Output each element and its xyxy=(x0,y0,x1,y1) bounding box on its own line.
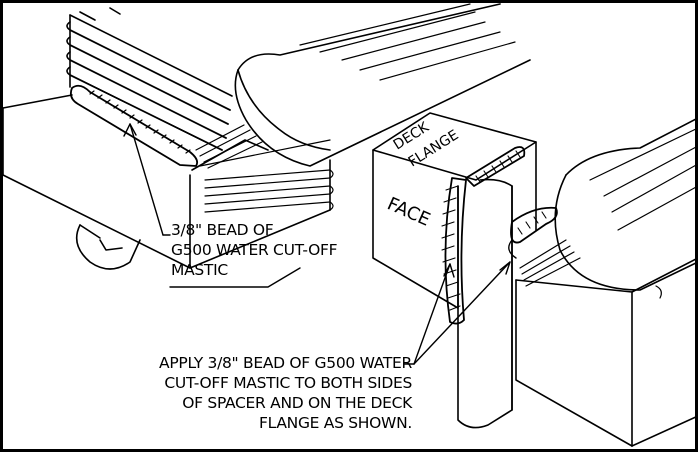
left-ribbed-spacer xyxy=(66,7,233,151)
bead-mastic-callout-line: 3/8" BEAD OF xyxy=(171,221,274,239)
apply-mastic-callout-line: OF SPACER AND ON THE DECK xyxy=(182,394,412,412)
face-label: FACE xyxy=(384,193,433,230)
right-mastic-bead xyxy=(441,146,558,325)
left-deck-panel xyxy=(2,94,334,269)
apply-mastic-callout: APPLY 3/8" BEAD OF G500 WATER CUT-OFF MA… xyxy=(159,353,412,433)
apply-mastic-callout-line: CUT-OFF MASTIC TO BOTH SIDES xyxy=(164,374,412,392)
right-spacer-plate xyxy=(457,178,513,429)
bead-mastic-callout-line: MASTIC xyxy=(171,261,228,279)
left-mastic-bead xyxy=(69,84,199,167)
bead-mastic-callout: 3/8" BEAD OF G500 WATER CUT-OFF MASTIC xyxy=(171,220,338,280)
right-deck-flange-panel xyxy=(515,257,698,447)
leader-lines xyxy=(123,123,511,365)
bead-mastic-callout-line: G500 WATER CUT-OFF xyxy=(171,241,338,259)
right-roll-cylinder xyxy=(519,117,698,299)
apply-mastic-callout-line: FLANGE AS SHOWN. xyxy=(259,414,412,432)
left-roll-cylinder xyxy=(191,3,531,171)
left-support-bracket xyxy=(75,224,141,270)
apply-mastic-callout-line: APPLY 3/8" BEAD OF G500 WATER xyxy=(159,354,412,372)
